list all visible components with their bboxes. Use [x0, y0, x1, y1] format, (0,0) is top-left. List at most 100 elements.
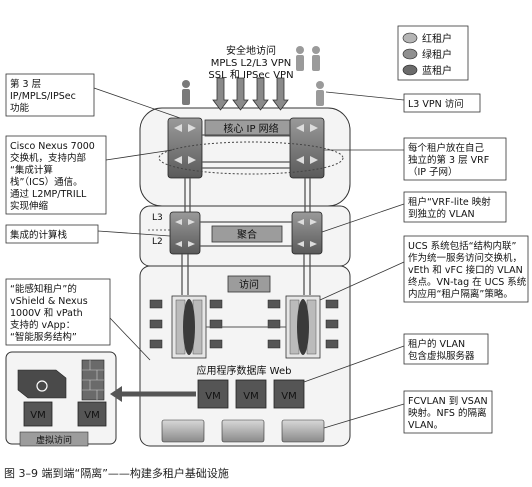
callout-text: 1000V 和 vPath: [10, 308, 83, 319]
vm-box-3-label: VM: [281, 391, 296, 402]
vm-box-left-1-label: VM: [30, 410, 45, 421]
callout-box: [403, 390, 493, 434]
figure-caption: 图 3–9 端到端“隔离”——构建多租户基础设施: [4, 467, 229, 480]
callout-right-ucs: UCS 系统包括“结构内联”作为统一服务访问交换机，vEth 和 vFC 接口的…: [403, 235, 529, 303]
legend-label: 红租户: [422, 32, 452, 45]
callout-text: 交换机，支持内部: [10, 152, 86, 164]
callout-text: 栈”（ICS）通信。: [10, 176, 83, 188]
aggregation-switch-left-icon: [169, 211, 201, 255]
callout-text: 第 3 层: [10, 78, 41, 90]
firewall-appliance-icon: [17, 369, 67, 399]
callout-text: （IP 子网）: [408, 166, 458, 178]
callout-text: 映射。NFS 的隔离: [408, 407, 486, 419]
callout-text: 功能: [10, 102, 30, 114]
callout-text: 终点。VN-tag 在 UCS 系统: [408, 276, 527, 288]
callout-text: 租户“VRF-lite 映射: [408, 196, 491, 208]
callout-box: [403, 191, 507, 223]
leader-line: [105, 149, 173, 161]
callout-left-ics: 集成的计算栈: [5, 224, 99, 244]
leader-line: [109, 317, 151, 361]
callout-text: vShield & Nexus: [10, 296, 88, 307]
callout-text: Cisco Nexus 7000: [10, 141, 95, 152]
legend-item: 绿租户: [402, 48, 452, 61]
callout-text: 包含虚拟服务器: [408, 350, 475, 362]
callout-text: 到独立的 VLAN: [408, 208, 475, 220]
callout-text: 内应用“租户隔离”策略。: [408, 288, 513, 300]
legend-label: 蓝租户: [422, 64, 452, 77]
callout-text: vEth 和 vFC 接口的 VLAN: [408, 264, 523, 276]
legend-swatch: [402, 32, 418, 44]
brick-firewall-icon: [81, 359, 105, 401]
vm-box-3: [273, 379, 305, 409]
callout-text: 实现伸缩: [10, 200, 49, 212]
ucs-right-icon: [285, 295, 321, 359]
leader-line: [323, 403, 405, 429]
aggregation-links: [181, 221, 311, 295]
virtual-access-label: 虚拟访问: [36, 434, 72, 446]
access-label-box: [227, 275, 271, 293]
callout-box: [403, 235, 529, 303]
callout-text: 租户的 VLAN: [408, 338, 465, 350]
callout-box: [5, 135, 107, 215]
callout-box: [403, 93, 481, 113]
leader-line: [303, 345, 405, 383]
legend-label: 绿租户: [422, 48, 452, 61]
leader-line: [321, 203, 405, 233]
callout-text: “能感知租户”的: [10, 283, 77, 295]
vapp-arrow-head: [110, 386, 122, 402]
l2-label: L2: [152, 237, 163, 247]
vm-box-2-label: VM: [243, 391, 258, 402]
callout-text: 每个租户放在自己: [408, 142, 485, 154]
core-links: [184, 134, 311, 215]
callout-leaders: [93, 87, 405, 429]
callout-text: 独立的第 3 层 VRF: [408, 154, 489, 166]
storage-disks-icon: [161, 419, 325, 443]
ucs-left-icon: [171, 295, 207, 359]
top-access-line-2: MPLS L2/L3 VPN: [211, 58, 292, 69]
aggregation-label: 聚合: [237, 228, 257, 241]
user-people-icon: [182, 46, 324, 106]
core-cloud: [158, 141, 344, 175]
top-access-line-1: 安全地访问: [226, 44, 276, 57]
aggregation-switch-right-icon: [291, 211, 323, 255]
vm-access: VM VM VM: [197, 379, 305, 409]
callout-text: VLAN。: [408, 420, 443, 431]
callout-box: [5, 224, 99, 244]
callout-text: 通过 L2MP/TRILL: [10, 188, 87, 200]
callout-text: FCVLAN 到 VSAN: [408, 395, 488, 407]
callout-text: 集成的计算栈: [10, 229, 68, 241]
callout-text: L3 VPN 访问: [408, 98, 464, 110]
l3-label: L3: [152, 213, 163, 223]
core-router-right-icon: [289, 117, 325, 179]
callout-text: “集成计算: [10, 164, 53, 176]
vm-box-2: [235, 379, 267, 409]
callout-left-nexus: Cisco Nexus 7000交换机，支持内部“集成计算栈”（ICS）通信。通…: [5, 135, 107, 215]
legend-item: 蓝租户: [402, 64, 452, 77]
callout-text: 支持的 vApp：: [10, 319, 75, 331]
vm-box-1-label: VM: [205, 391, 220, 402]
core-router-left-icon: [167, 117, 203, 179]
leader-line: [97, 230, 171, 237]
aggregation-label-box: [211, 225, 283, 243]
server-blades-icon: [149, 299, 339, 349]
legend-swatch: [402, 48, 418, 60]
callout-box: [5, 73, 95, 117]
leader-line: [325, 91, 405, 101]
legend-swatch: [402, 64, 418, 76]
vm-box-left-2-label: VM: [84, 410, 99, 421]
vm-box-1: [197, 379, 229, 409]
callout-text: UCS 系统包括“结构内联”: [408, 240, 517, 252]
virtual-access-label-box: [19, 431, 89, 447]
top-access-line-3: SSL 和 IPSec VPN: [208, 69, 293, 81]
vm-box-left-2: [77, 401, 107, 427]
secure-access-arrows: [212, 77, 289, 111]
leader-line: [93, 87, 181, 119]
